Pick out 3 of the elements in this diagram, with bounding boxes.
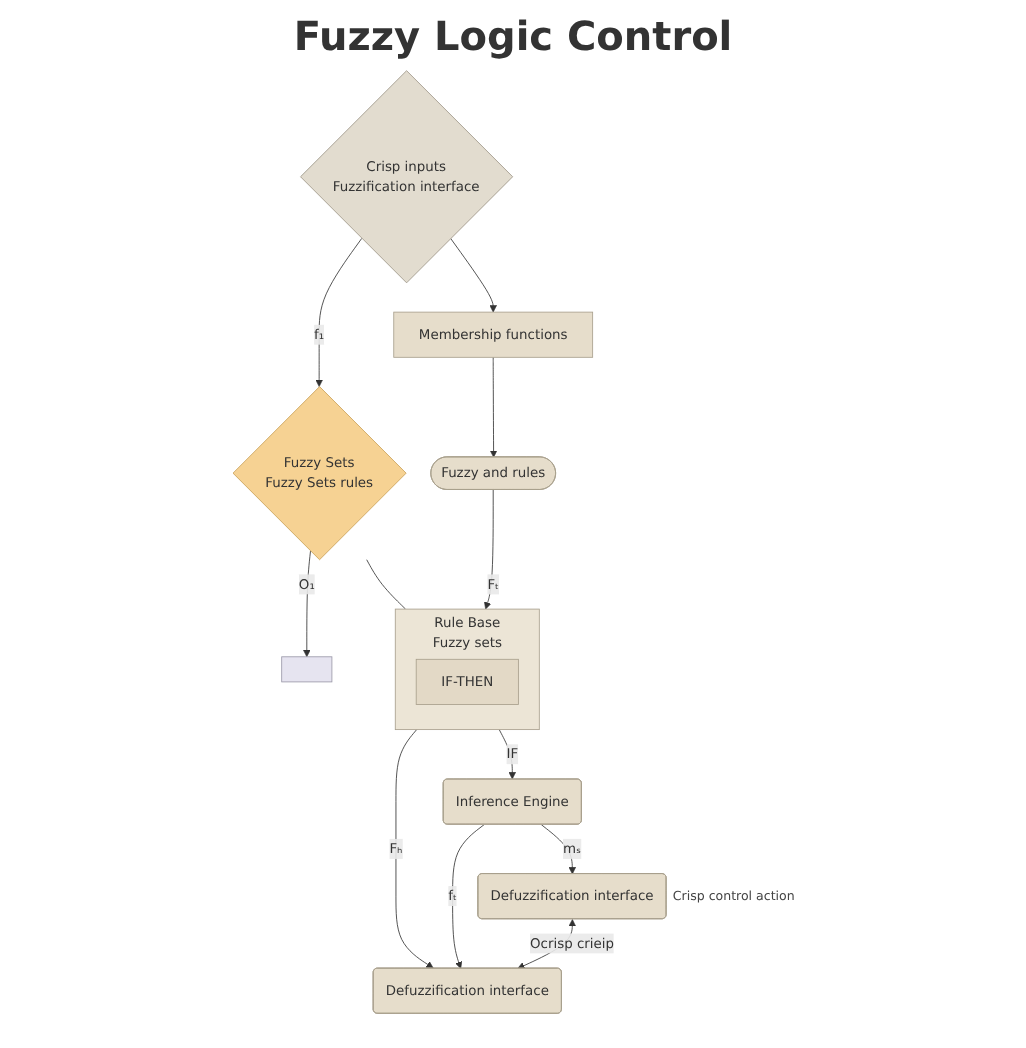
connector <box>366 559 406 610</box>
node-box <box>281 656 333 683</box>
diagram-title: Fuzzy Logic Control <box>291 12 735 60</box>
